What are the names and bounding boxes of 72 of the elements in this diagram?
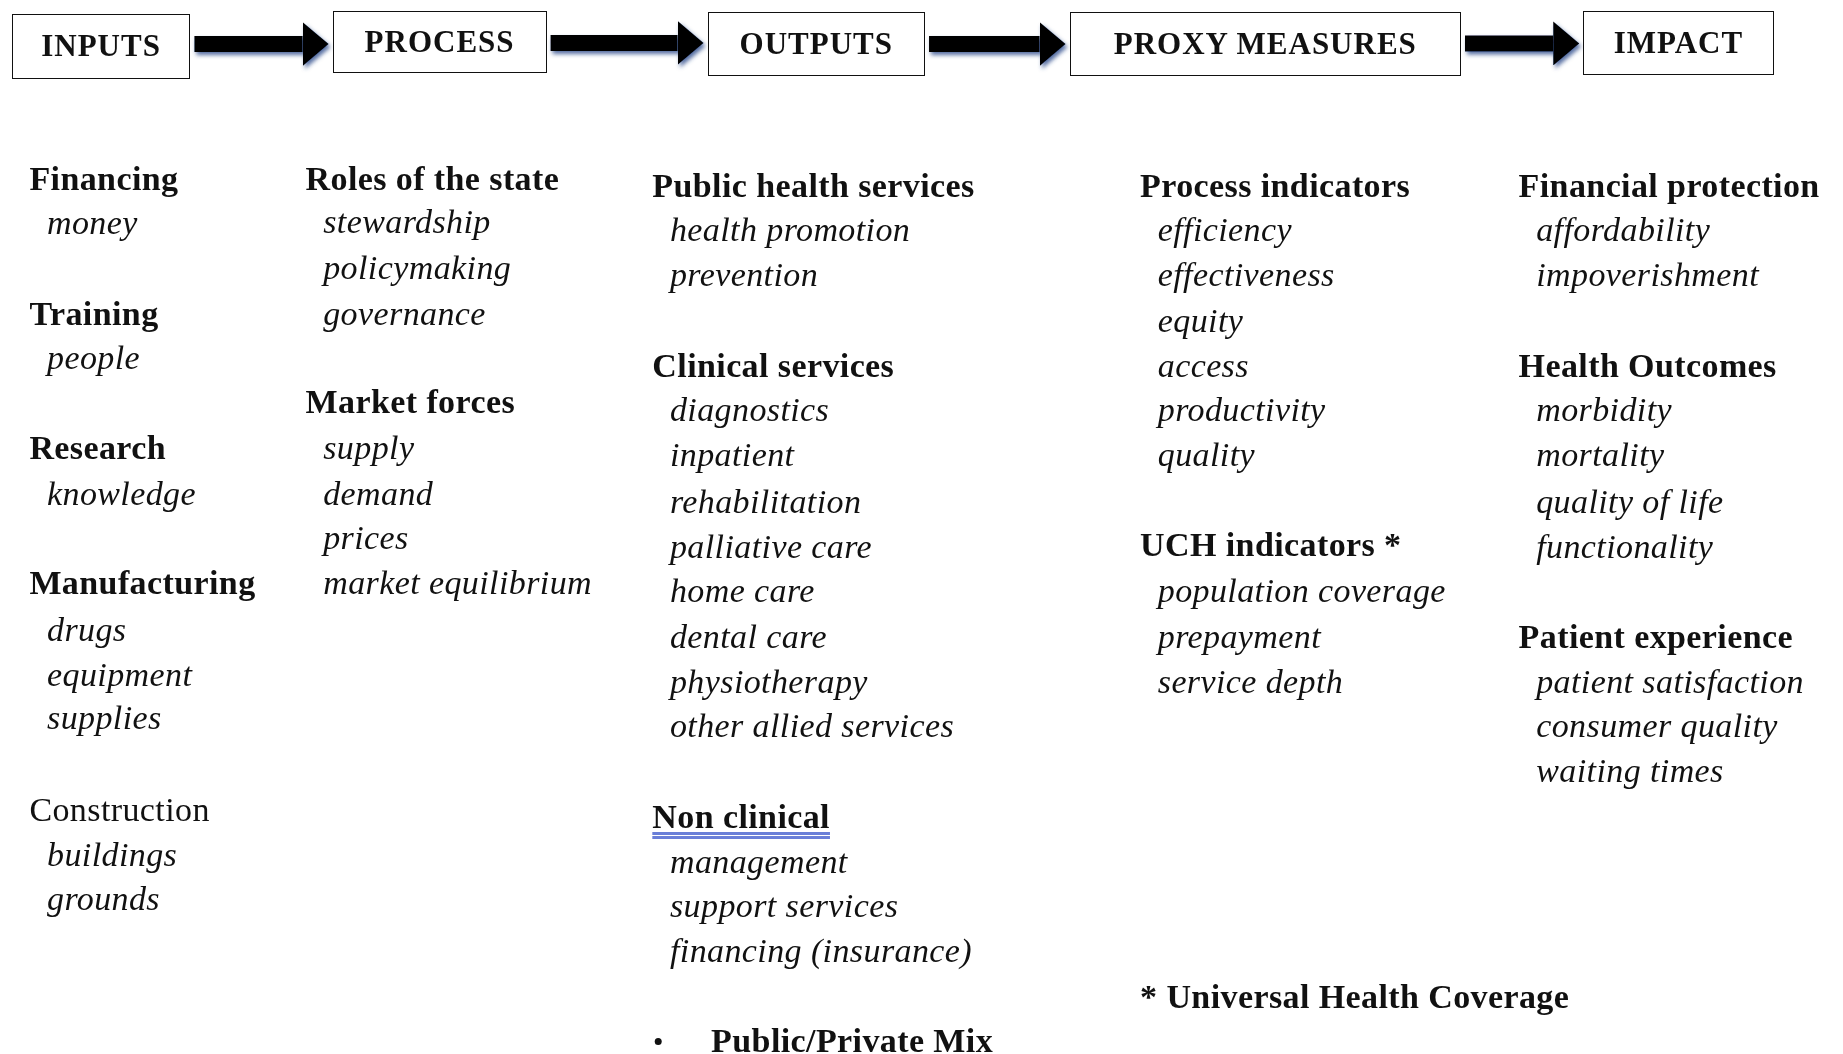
item-text: home care [669, 571, 815, 612]
category-heading: Research [29, 427, 167, 468]
stage-box: INPUTS [11, 14, 191, 79]
item-text: functionality [1536, 526, 1714, 567]
item-text: other allied services [669, 706, 955, 747]
category-heading: Public health services [652, 165, 975, 206]
item-text: palliative care [669, 526, 873, 567]
stage-box: OUTPUTS [707, 11, 925, 77]
item-text: mortality [1536, 434, 1665, 475]
arrow [929, 22, 1066, 67]
category-heading: Financing [29, 158, 179, 199]
item-text: effectiveness [1157, 255, 1335, 296]
stage-box: PROCESS [332, 10, 547, 73]
item-text: quality of life [1536, 481, 1724, 522]
item-text: support services [669, 886, 899, 927]
category-heading: Manufacturing [29, 563, 256, 603]
category-heading: Construction [29, 789, 210, 830]
item-text: supplies [47, 698, 162, 739]
category-heading: Health Outcomes [1518, 345, 1777, 386]
item-text: prepayment [1157, 617, 1321, 658]
item-text: people [47, 338, 141, 379]
item-text: stewardship [323, 202, 491, 243]
bullet-text: Public/Private Mix [711, 1021, 994, 1054]
item-text: dental care [669, 617, 827, 658]
category-heading: Training [29, 293, 159, 334]
item-text: demand [323, 473, 434, 514]
item-text: waiting times [1536, 751, 1724, 792]
item-text: service depth [1157, 661, 1344, 702]
item-text: quality [1157, 434, 1255, 475]
item-text: patient satisfaction [1536, 661, 1804, 702]
item-text: governance [323, 293, 486, 334]
item-text: equipment [47, 654, 193, 695]
category-heading: Roles of the state [305, 158, 560, 199]
item-text: access [1157, 345, 1249, 386]
item-text: productivity [1157, 390, 1326, 431]
item-text: rehabilitation [669, 481, 862, 522]
item-text: morbidity [1536, 390, 1673, 431]
stage-box: IMPACT [1583, 10, 1774, 76]
category-heading: Financial protection [1518, 165, 1820, 206]
arrow [194, 22, 329, 67]
item-text: drugs [47, 610, 127, 650]
item-text: consumer quality [1536, 706, 1778, 747]
item-text: impoverishment [1536, 255, 1759, 296]
item-text: prevention [669, 255, 819, 296]
item-text: population coverage [1157, 571, 1446, 612]
item-text: market equilibrium [323, 563, 592, 603]
item-text: equity [1157, 300, 1244, 341]
category-heading: Non clinical [652, 796, 830, 837]
arrow [1465, 21, 1580, 66]
item-text: money [47, 203, 138, 244]
item-text: knowledge [47, 473, 196, 514]
footnote: * Universal Health Coverage [1140, 976, 1570, 1017]
category-heading: Patient experience [1518, 617, 1793, 658]
item-text: supply [323, 427, 415, 468]
item-text: management [669, 841, 848, 882]
category-heading: UCH indicators * [1140, 525, 1402, 566]
item-text: affordability [1536, 210, 1711, 251]
item-text: efficiency [1157, 210, 1292, 251]
category-heading: Process indicators [1140, 165, 1411, 206]
item-text: policymaking [323, 248, 512, 288]
item-text: health promotion [669, 210, 911, 251]
stage-box: PROXY MEASURES [1069, 11, 1461, 77]
category-heading: Clinical services [652, 345, 895, 386]
item-text: grounds [47, 879, 160, 920]
item-text: physiotherapy [669, 661, 868, 702]
category-heading: Market forces [305, 381, 515, 422]
item-text: prices [323, 518, 409, 559]
item-text: buildings [47, 834, 178, 875]
item-text: financing (insurance) [669, 930, 973, 971]
item-text: diagnostics [669, 390, 830, 431]
item-text: inpatient [669, 434, 795, 475]
arrow [550, 20, 704, 65]
